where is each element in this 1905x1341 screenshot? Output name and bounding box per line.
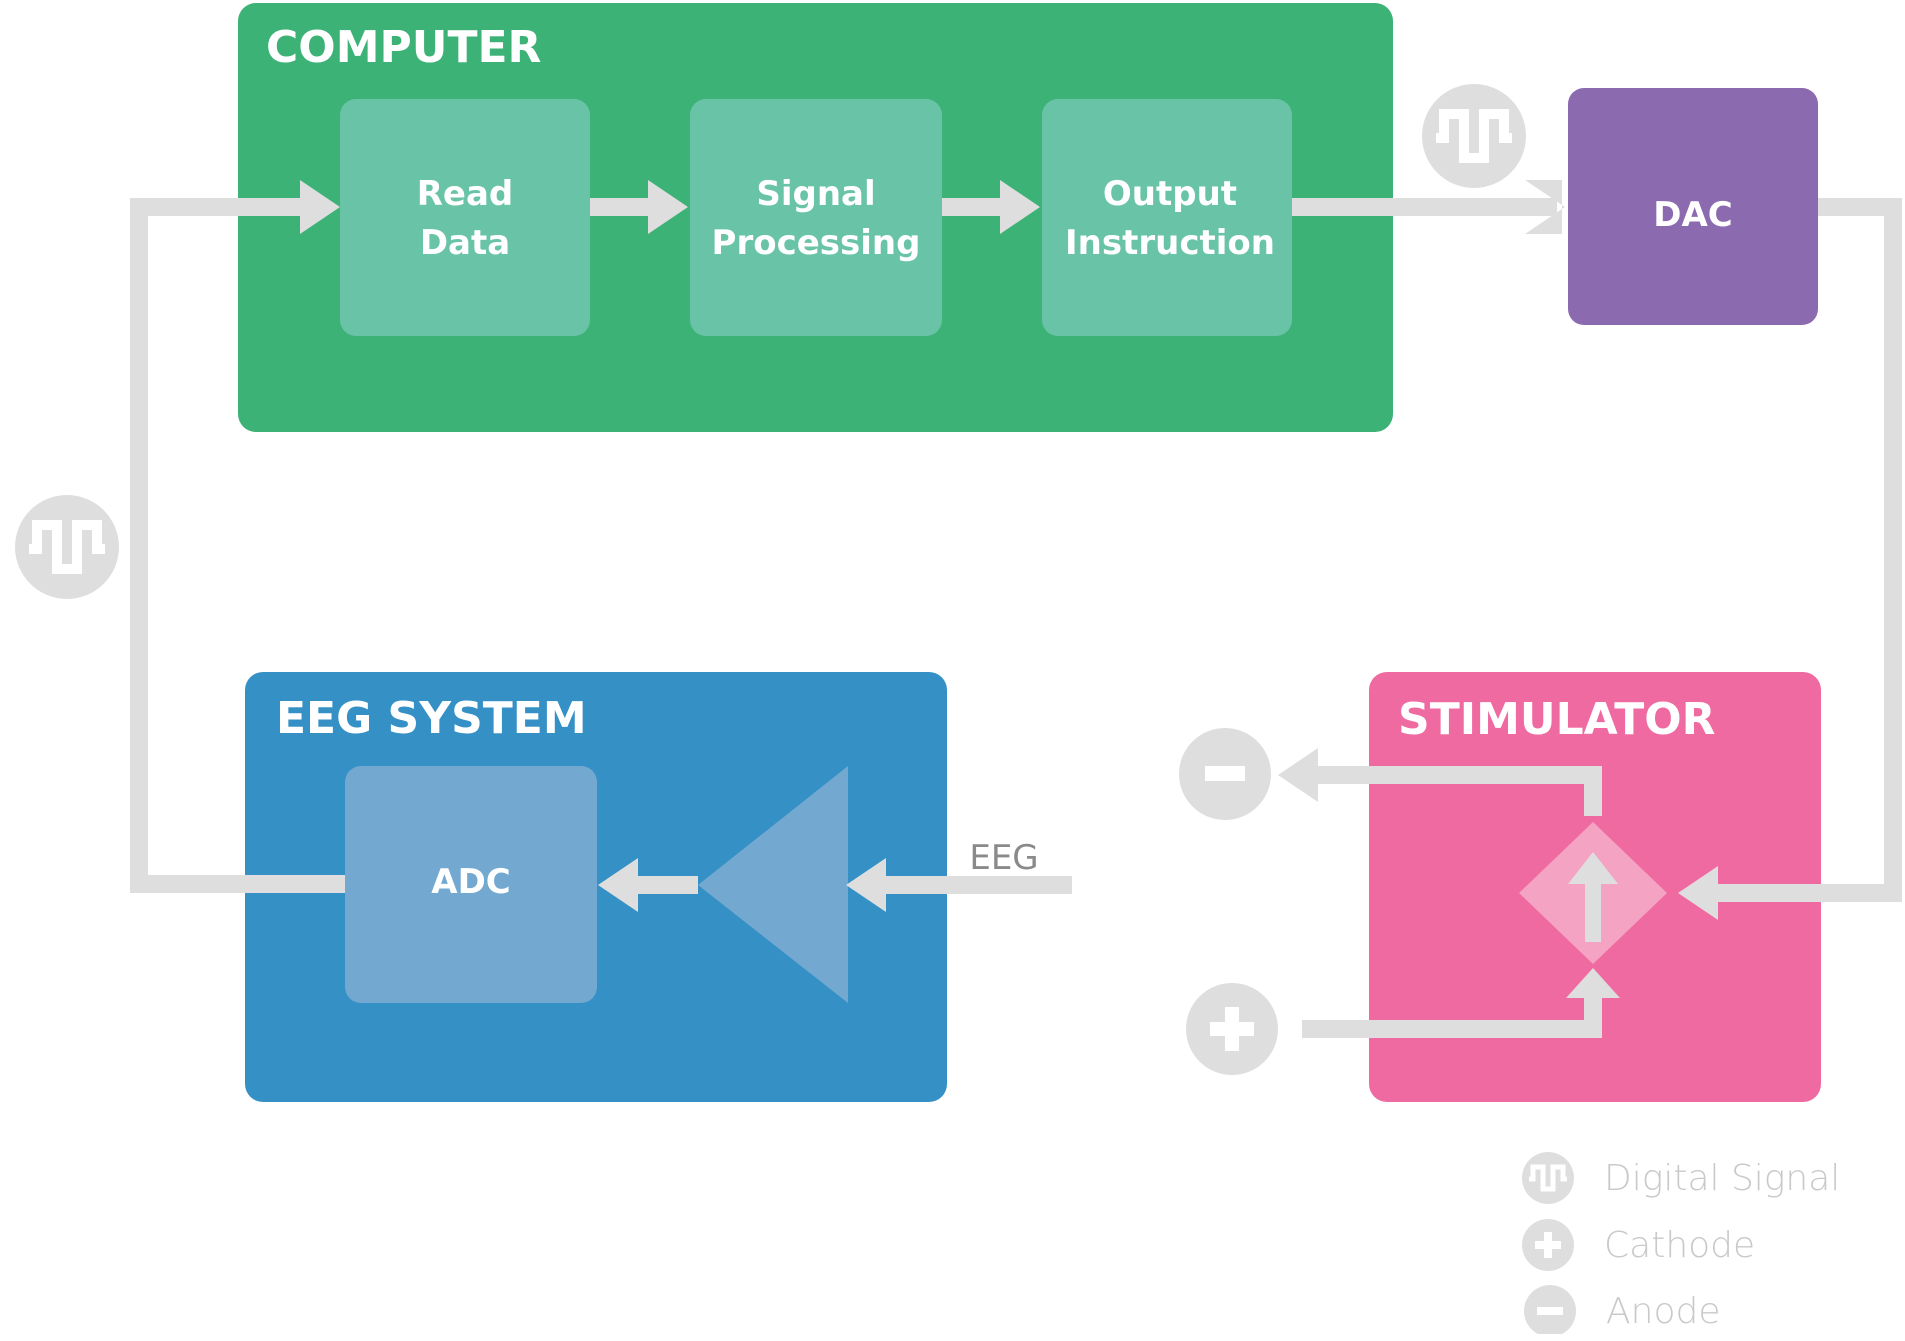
adc-label: ADC bbox=[431, 862, 511, 902]
output-instruction-label-line2: Instruction bbox=[1065, 223, 1275, 263]
left-vertical-line bbox=[130, 198, 148, 893]
eeg-system-block: EEG SYSTEM ADC bbox=[245, 672, 947, 1102]
read-data-box bbox=[340, 99, 590, 336]
anode-arrowhead bbox=[1278, 748, 1318, 802]
read-data-label-line1: Read bbox=[417, 174, 514, 214]
signal-processing-box bbox=[690, 99, 942, 336]
legend-anode: Anode bbox=[1582, 1281, 1720, 1341]
plus-icon bbox=[1186, 983, 1278, 1075]
dac-box bbox=[1568, 88, 1818, 325]
signal-processing-label-line1: Signal bbox=[756, 174, 875, 214]
stimulator-title: STIMULATOR bbox=[1398, 694, 1716, 745]
digital-signal-icon bbox=[1422, 84, 1526, 188]
legend-minus-icon bbox=[1524, 1285, 1576, 1334]
legend-digital-signal: Digital Signal bbox=[1580, 1148, 1840, 1208]
digital-signal-icon bbox=[15, 495, 119, 599]
legend-anode-label: Anode bbox=[1606, 1290, 1721, 1332]
dac-right-line bbox=[1815, 198, 1902, 216]
output-instruction-label-line1: Output bbox=[1103, 174, 1237, 214]
read-data-label-line2: Data bbox=[420, 223, 510, 263]
legend-cathode: Cathode bbox=[1580, 1215, 1755, 1275]
adc-box bbox=[345, 766, 597, 1003]
output-instruction-box bbox=[1042, 99, 1292, 336]
current-source-arrow-shaft bbox=[1585, 880, 1601, 942]
legend-plus-icon bbox=[1522, 1219, 1574, 1271]
computer-block: COMPUTER Read Data Signal Processing Out… bbox=[238, 3, 1393, 432]
legend-digital-signal-icon bbox=[1522, 1152, 1574, 1204]
right-vertical-line bbox=[1884, 198, 1902, 902]
amplifier-triangle-icon bbox=[698, 766, 848, 1003]
computer-title: COMPUTER bbox=[266, 22, 541, 73]
minus-icon bbox=[1179, 728, 1271, 820]
eeg-input-label: EEG bbox=[969, 838, 1038, 878]
current-source-arrowhead bbox=[1568, 852, 1618, 884]
dac-label: DAC bbox=[1653, 195, 1733, 235]
stimulator-block: STIMULATOR bbox=[1369, 672, 1821, 1102]
legend-digital-signal-label: Digital Signal bbox=[1604, 1157, 1841, 1199]
eeg-system-title: EEG SYSTEM bbox=[276, 693, 587, 744]
signal-processing-label-line2: Processing bbox=[712, 223, 921, 263]
output-to-dac-arrowhead bbox=[1525, 180, 1565, 234]
dac-block: DAC bbox=[1568, 88, 1818, 325]
legend-cathode-label: Cathode bbox=[1604, 1224, 1756, 1266]
